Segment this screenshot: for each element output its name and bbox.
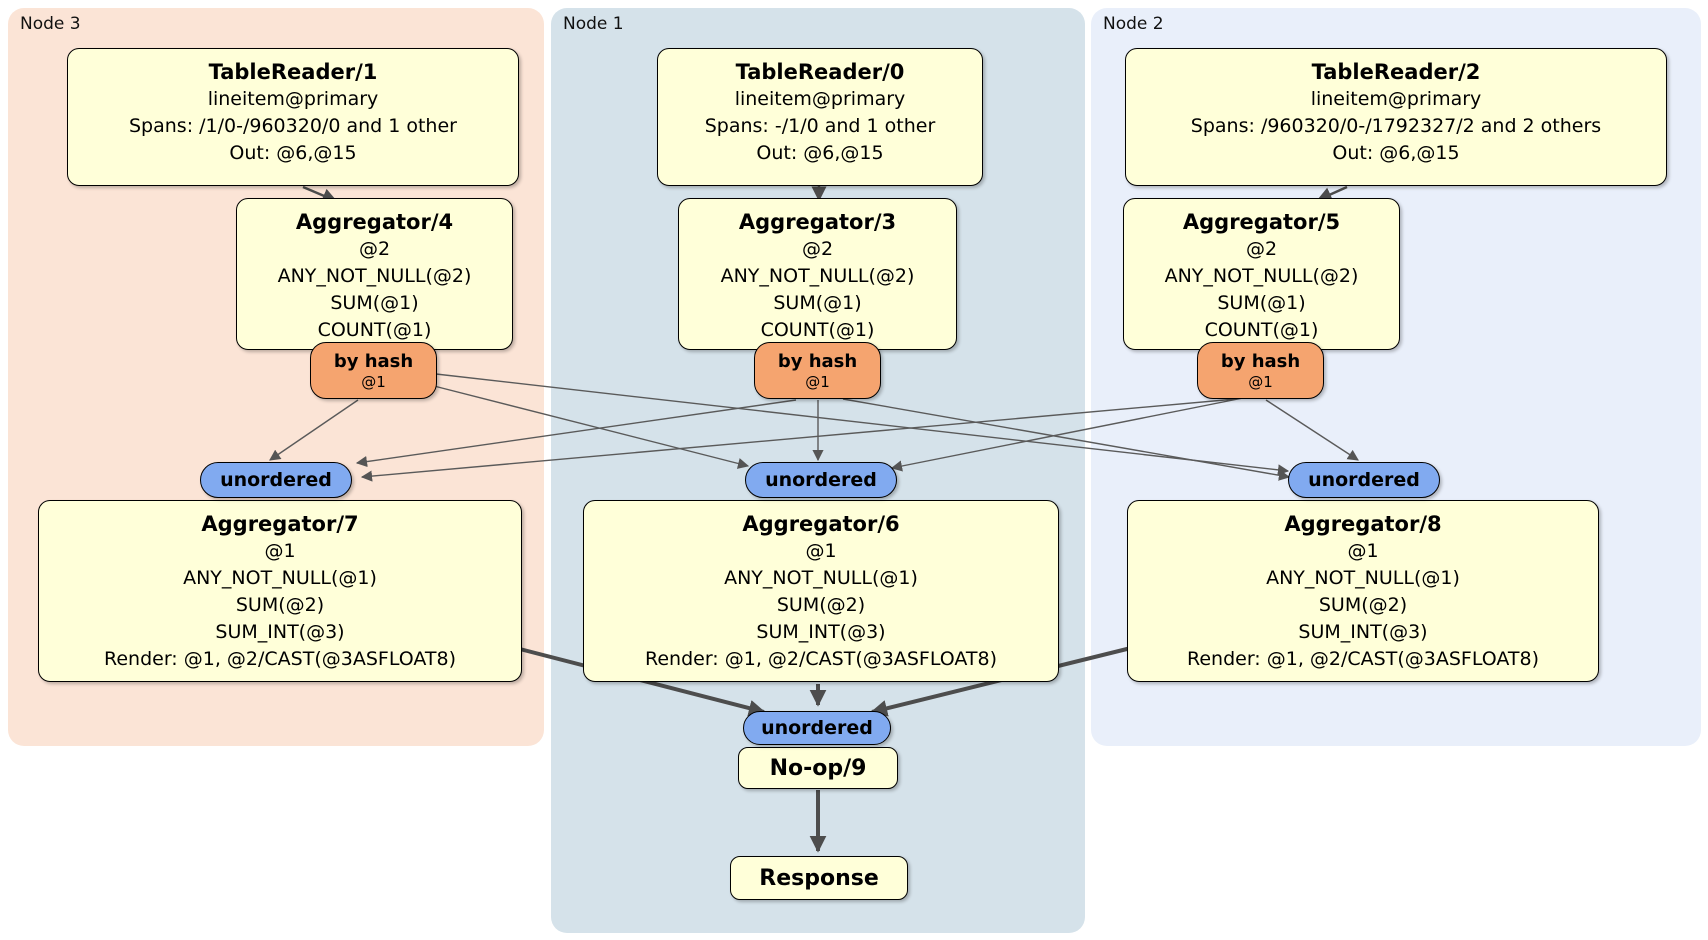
- sync-unordered-agg8: unordered: [1288, 462, 1440, 498]
- processor-line: SUM_INT(@3): [756, 621, 886, 643]
- processor-line: ANY_NOT_NULL(@1): [183, 567, 377, 589]
- processor-line: Spans: -/1/0 and 1 other: [704, 115, 936, 137]
- processor-title: Aggregator/3: [738, 210, 897, 234]
- processor-line: SUM(@2): [776, 594, 866, 616]
- sync-unordered-noop: unordered: [743, 711, 891, 745]
- processor-line: Out: @6,@15: [756, 142, 884, 164]
- processor-aggregator-3: Aggregator/3 @2 ANY_NOT_NULL(@2) SUM(@1)…: [678, 198, 957, 350]
- router-key: @1: [1248, 372, 1273, 391]
- processor-line: COUNT(@1): [317, 319, 432, 341]
- processor-line: @2: [801, 238, 834, 260]
- processor-aggregator-7: Aggregator/7 @1 ANY_NOT_NULL(@1) SUM(@2)…: [38, 500, 522, 682]
- processor-line: lineitem@primary: [1310, 88, 1482, 110]
- processor-line: SUM(@1): [1217, 292, 1306, 314]
- processor-line: ANY_NOT_NULL(@1): [724, 567, 918, 589]
- node-group-3-label: Node 3: [20, 14, 81, 34]
- processor-line: Out: @6,@15: [1332, 142, 1460, 164]
- processor-line: @1: [1347, 540, 1379, 562]
- processor-line: Render: @1, @2/CAST(@3ASFLOAT8): [645, 648, 997, 670]
- processor-tablereader-2: TableReader/2 lineitem@primary Spans: /9…: [1125, 48, 1667, 186]
- processor-tablereader-0: TableReader/0 lineitem@primary Spans: -/…: [657, 48, 983, 186]
- router-key: @1: [361, 372, 386, 391]
- processor-line: ANY_NOT_NULL(@1): [1266, 567, 1460, 589]
- processor-line: SUM(@1): [773, 292, 862, 314]
- processor-line: Spans: /1/0-/960320/0 and 1 other: [129, 115, 457, 137]
- router-key: @1: [805, 372, 830, 391]
- processor-tablereader-1: TableReader/1 lineitem@primary Spans: /1…: [67, 48, 519, 186]
- processor-title: TableReader/0: [735, 60, 905, 84]
- sync-unordered-agg6: unordered: [745, 462, 897, 498]
- processor-line: SUM_INT(@3): [215, 621, 345, 643]
- processor-aggregator-4: Aggregator/4 @2 ANY_NOT_NULL(@2) SUM(@1)…: [236, 198, 513, 350]
- processor-title: Aggregator/8: [1284, 512, 1442, 536]
- response-box: Response: [730, 856, 908, 900]
- router-label: by hash: [1220, 350, 1301, 372]
- processor-line: SUM(@2): [235, 594, 325, 616]
- processor-title: Aggregator/6: [742, 512, 900, 536]
- processor-line: ANY_NOT_NULL(@2): [1164, 265, 1359, 287]
- processor-line: SUM(@1): [330, 292, 419, 314]
- processor-title: Aggregator/4: [295, 210, 454, 234]
- processor-line: Spans: /960320/0-/1792327/2 and 2 others: [1190, 115, 1602, 137]
- processor-line: ANY_NOT_NULL(@2): [720, 265, 915, 287]
- hash-router-4: by hash @1: [310, 342, 437, 399]
- processor-line: Render: @1, @2/CAST(@3ASFLOAT8): [1187, 648, 1539, 670]
- processor-line: COUNT(@1): [760, 319, 875, 341]
- processor-aggregator-5: Aggregator/5 @2 ANY_NOT_NULL(@2) SUM(@1)…: [1123, 198, 1400, 350]
- processor-noop-9: No-op/9: [738, 747, 898, 789]
- processor-line: SUM_INT(@3): [1298, 621, 1428, 643]
- processor-title: TableReader/1: [208, 60, 378, 84]
- processor-line: @1: [264, 540, 296, 562]
- processor-aggregator-8: Aggregator/8 @1 ANY_NOT_NULL(@1) SUM(@2)…: [1127, 500, 1599, 682]
- processor-aggregator-6: Aggregator/6 @1 ANY_NOT_NULL(@1) SUM(@2)…: [583, 500, 1059, 682]
- hash-router-3: by hash @1: [754, 342, 881, 399]
- processor-line: COUNT(@1): [1204, 319, 1319, 341]
- processor-line: Render: @1, @2/CAST(@3ASFLOAT8): [104, 648, 456, 670]
- processor-title: TableReader/2: [1311, 60, 1481, 84]
- processor-line: @2: [358, 238, 391, 260]
- processor-line: lineitem@primary: [207, 88, 379, 110]
- router-label: by hash: [333, 350, 414, 372]
- processor-line: Out: @6,@15: [229, 142, 357, 164]
- processor-title: Aggregator/7: [201, 512, 359, 536]
- node-group-1-label: Node 1: [563, 14, 624, 34]
- processor-line: SUM(@2): [1318, 594, 1408, 616]
- processor-line: @2: [1245, 238, 1278, 260]
- hash-router-5: by hash @1: [1197, 342, 1324, 399]
- node-group-2-label: Node 2: [1103, 14, 1164, 34]
- sync-unordered-agg7: unordered: [200, 462, 352, 498]
- processor-line: lineitem@primary: [734, 88, 906, 110]
- processor-line: ANY_NOT_NULL(@2): [277, 265, 472, 287]
- processor-title: Aggregator/5: [1182, 210, 1341, 234]
- processor-line: @1: [805, 540, 837, 562]
- router-label: by hash: [777, 350, 858, 372]
